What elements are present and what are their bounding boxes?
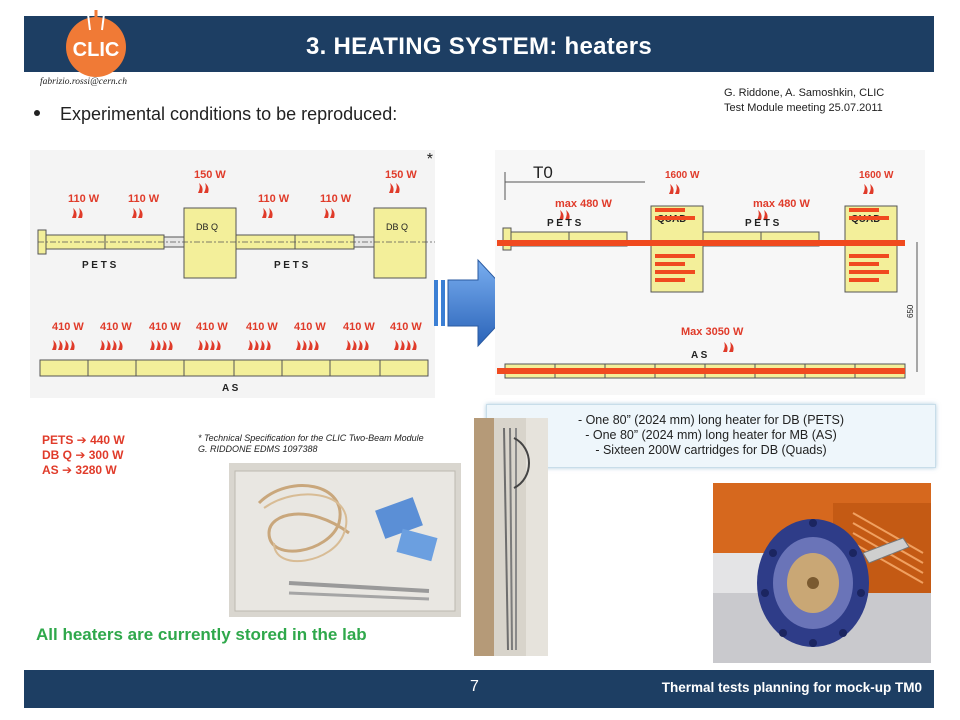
legend-as: AS ➔ 3280 W (42, 463, 117, 477)
heater-info-box: - One 80” (2024 mm) long heater for DB (… (486, 404, 936, 468)
max3050: Max 3050 W (681, 326, 744, 338)
dbq-label-1: DB Q (196, 222, 218, 232)
left-heater-diagram: * 110 W 110 W 150 W 110 W 110 W 150 W DB… (30, 150, 435, 398)
heater-rods-photo (474, 418, 548, 656)
legend-dbq: DB Q ➔ 300 W (42, 448, 124, 462)
as-power-1: 410 W (52, 321, 84, 333)
quad-cad-model-image (713, 483, 931, 663)
as-power-8: 410 W (390, 321, 422, 333)
slide-title: 3. HEATING SYSTEM: heaters (305, 33, 653, 60)
as-power-5: 410 W (246, 321, 278, 333)
top-power-2: 110 W (128, 193, 160, 205)
clic-logo: CLIC (66, 10, 126, 77)
top-power-5: 110 W (320, 193, 352, 205)
max480-2: max 480 W (753, 198, 810, 210)
footer-bar (24, 670, 934, 708)
as-label-right: A S (691, 350, 708, 361)
p1600-2: 1600 W (859, 170, 894, 181)
p1600-1: 1600 W (665, 170, 700, 181)
as-label-left: A S (222, 383, 239, 394)
pets-label-r2: P E T S (745, 218, 780, 229)
legend-pets: PETS ➔ 440 W (42, 433, 125, 447)
t0-label: T0 (533, 163, 553, 182)
bullet-item: Experimental conditions to be reproduced… (34, 104, 397, 125)
spec-line-2: G. RIDDONE EDMS 1097388 (198, 444, 318, 454)
top-power-4: 110 W (258, 193, 290, 205)
as-power-4: 410 W (196, 321, 228, 333)
as-power-6: 410 W (294, 321, 326, 333)
spec-note: * Technical Specification for the CLIC T… (198, 433, 424, 455)
logo-text: CLIC (73, 39, 120, 61)
info-line-3: - Sixteen 200W cartridges for DB (Quads) (595, 443, 827, 457)
author-line-2: Test Module meeting 25.07.2011 (724, 102, 883, 114)
info-line-2: - One 80” (2024 mm) long heater for MB (… (585, 428, 837, 442)
pets-label-r1: P E T S (547, 218, 582, 229)
info-line-1: - One 80” (2024 mm) long heater for DB (… (577, 413, 845, 427)
power-legend: PETS ➔ 440 W DB Q ➔ 300 W AS ➔ 3280 W (42, 433, 125, 478)
bullet-dot (34, 110, 40, 117)
dim-650: 650 (906, 304, 915, 318)
pets-label-2: P E T S (274, 260, 309, 271)
as-power-2: 410 W (100, 321, 132, 333)
dbq-label-2: DB Q (386, 222, 408, 232)
pets-label-1: P E T S (82, 260, 117, 271)
bullet-text: Experimental conditions to be reproduced… (60, 104, 398, 124)
footer-text: Thermal tests planning for mock-up TM0 (661, 680, 922, 695)
asterisk: * (427, 151, 433, 168)
email: fabrizio.rossi@cern.ch (40, 77, 128, 87)
top-power-3: 150 W (194, 169, 226, 181)
max480-1: max 480 W (555, 198, 612, 210)
as-power-3: 410 W (149, 321, 181, 333)
page-number: 7 (470, 678, 479, 695)
top-power-1: 110 W (68, 193, 100, 205)
right-heater-diagram: T0 max 480 W 1600 W max 480 W 1600 W P E… (495, 150, 925, 395)
as-power-7: 410 W (343, 321, 375, 333)
spec-line-1: * Technical Specification for the CLIC T… (198, 433, 424, 443)
author-info: G. Riddone, A. Samoshkin, CLIC Test Modu… (724, 86, 884, 116)
top-power-6: 150 W (385, 169, 417, 181)
storage-note: All heaters are currently stored in the … (36, 625, 367, 644)
title-bar (24, 16, 934, 72)
heaters-bag-photo (229, 463, 461, 617)
author-line-1: G. Riddone, A. Samoshkin, CLIC (724, 87, 885, 99)
